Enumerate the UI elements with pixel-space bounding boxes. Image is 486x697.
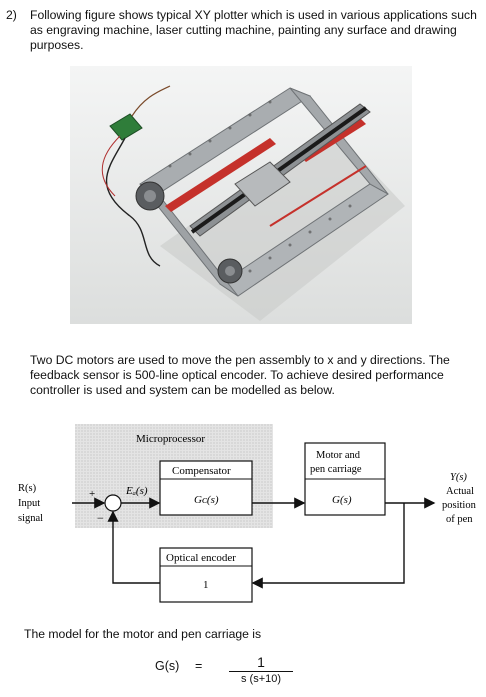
xy-plotter-photo bbox=[70, 66, 412, 324]
question-statement: Following figure shows typical XY plotte… bbox=[30, 8, 477, 52]
equation-lhs: G(s) bbox=[155, 659, 180, 673]
compensator-transfer-function: Gᴄ(s) bbox=[194, 494, 219, 506]
fraction-bar bbox=[229, 671, 293, 672]
plant-transfer-function: G(s) bbox=[332, 494, 352, 506]
equation-equals: = bbox=[195, 659, 203, 673]
plant-title-line1: Motor and bbox=[316, 450, 361, 461]
output-label-of-pen: of pen bbox=[446, 514, 473, 525]
summing-junction bbox=[104, 494, 122, 512]
input-label-signal: signal bbox=[18, 513, 43, 524]
microprocessor-label: Microprocessor bbox=[136, 433, 205, 445]
block-diagram-svg: Microprocessor R(s) Input signal + − Eₐ(… bbox=[18, 424, 477, 603]
input-label-input: Input bbox=[18, 498, 40, 509]
equation-fraction: 1 s (s+10) bbox=[229, 655, 293, 685]
block-diagram: Microprocessor R(s) Input signal + − Eₐ(… bbox=[18, 418, 486, 618]
system-description: Two DC motors are used to move the pen a… bbox=[30, 353, 450, 397]
encoder-gain: 1 bbox=[203, 579, 209, 591]
input-label-rs: R(s) bbox=[18, 483, 37, 494]
plus-sign: + bbox=[89, 488, 95, 500]
equation-denominator: s (s+10) bbox=[240, 673, 282, 685]
encoder-block bbox=[159, 547, 253, 603]
encoder-title: Optical encoder bbox=[166, 552, 236, 564]
plant-title-line2: pen carriage bbox=[310, 464, 362, 475]
model-intro: The model for the motor and pen carriage… bbox=[24, 627, 262, 641]
compensator-title: Compensator bbox=[172, 465, 231, 477]
error-label: Eₐ(s) bbox=[125, 485, 148, 497]
output-label-position: position bbox=[442, 500, 477, 511]
question-number: 2) bbox=[6, 8, 17, 22]
equation-numerator: 1 bbox=[257, 654, 265, 670]
xy-plotter-illustration bbox=[70, 66, 412, 324]
minus-sign: − bbox=[97, 511, 104, 525]
output-label-actual: Actual bbox=[446, 486, 474, 497]
output-label-ys: Y(s) bbox=[450, 472, 467, 483]
compensator-block bbox=[159, 460, 253, 516]
